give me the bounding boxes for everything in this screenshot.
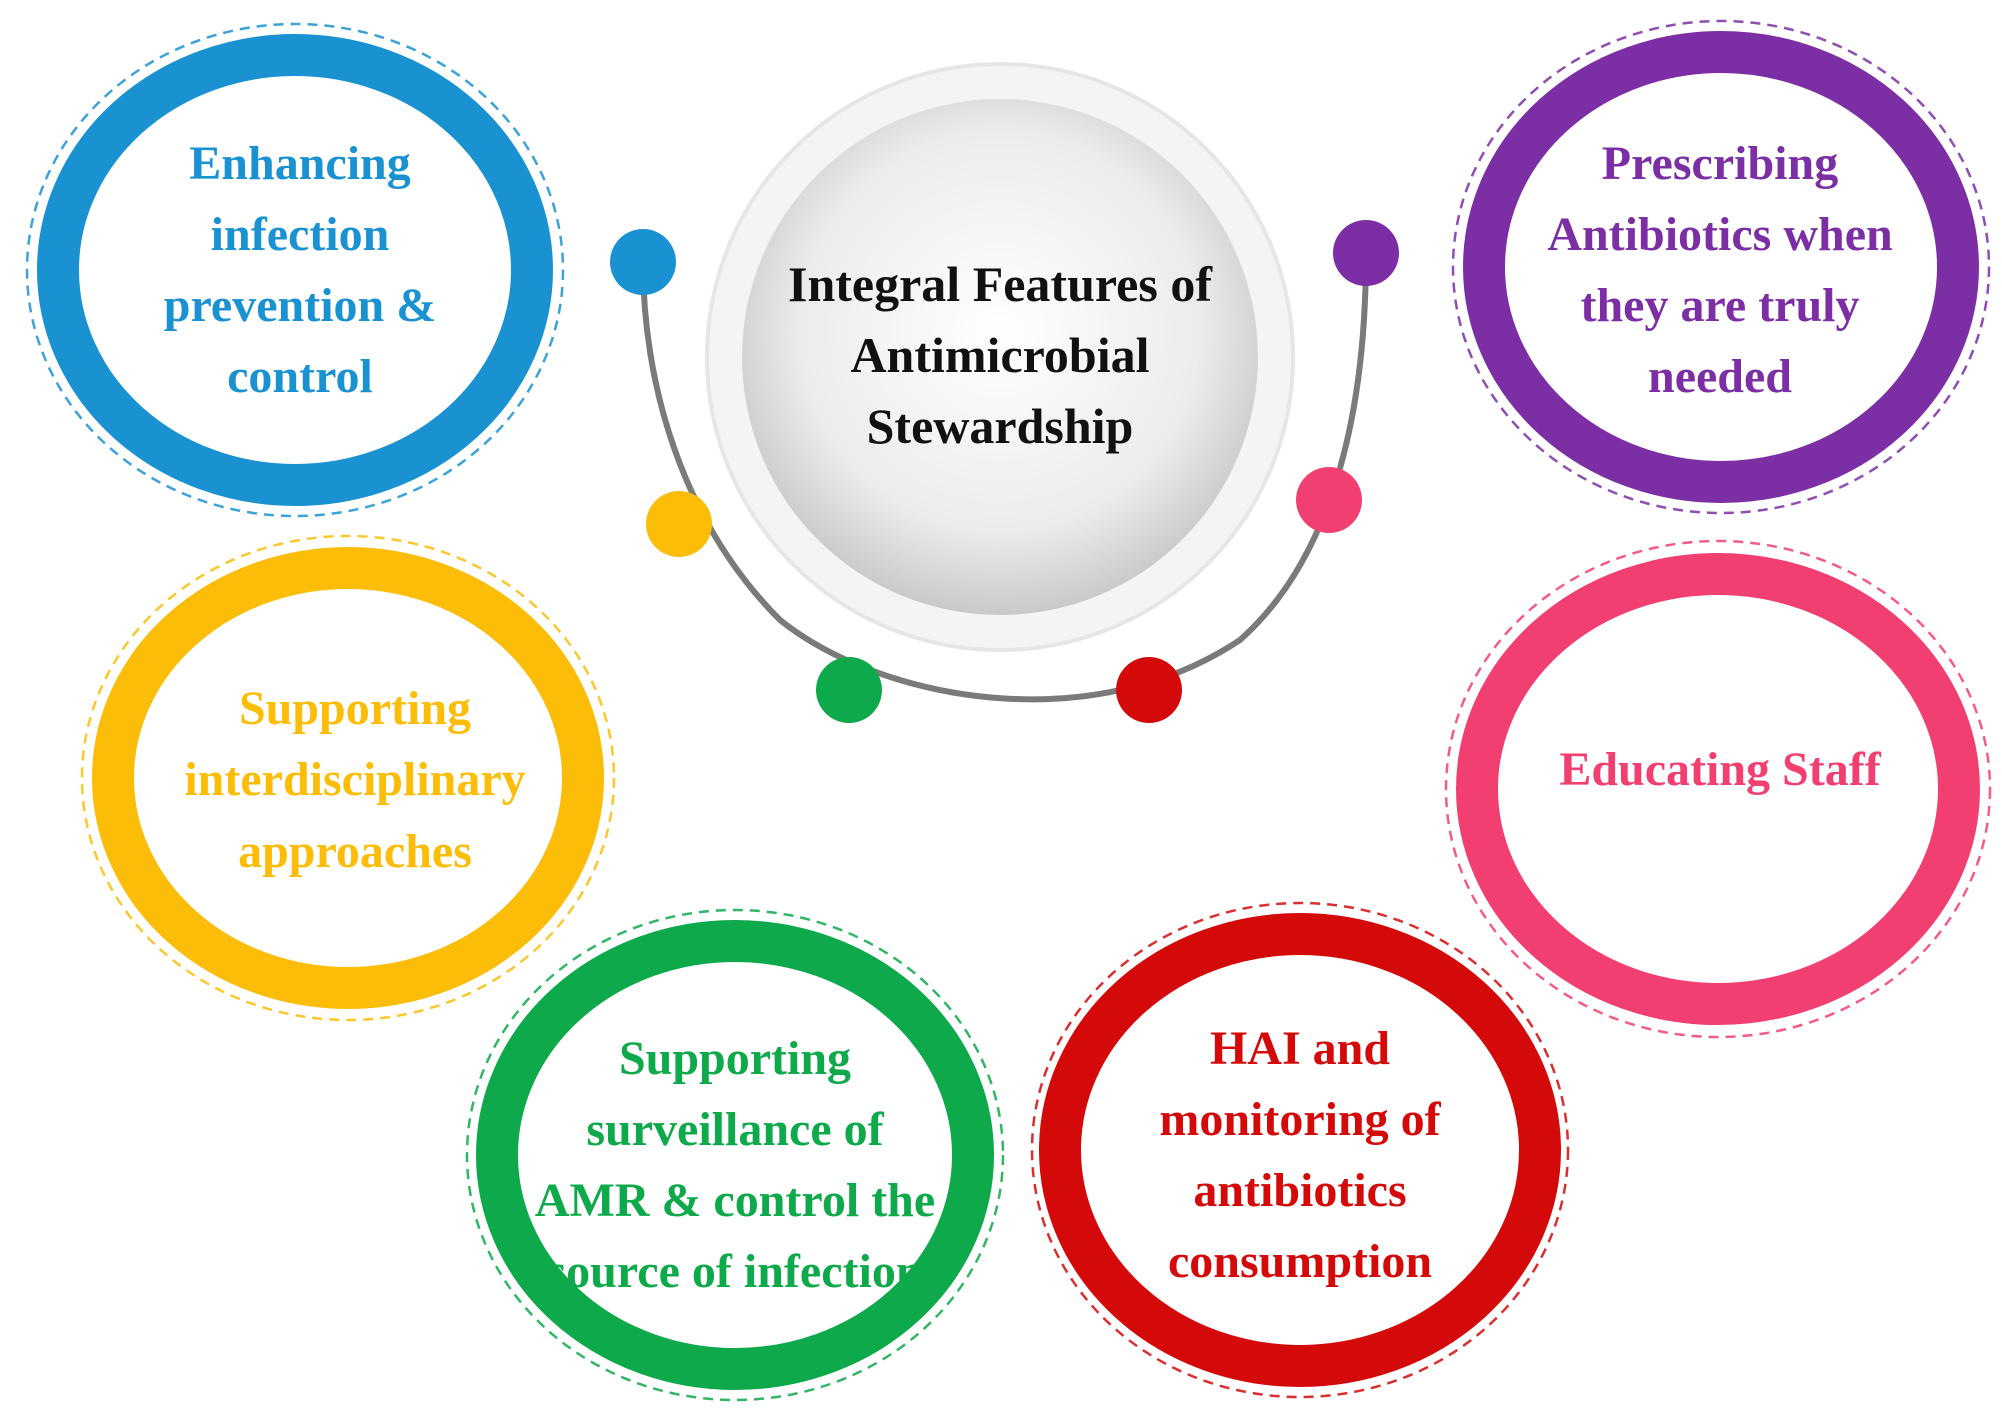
arc-dot-infection-prevention — [610, 229, 676, 295]
feature-ring-prescribing — [1451, 19, 1991, 515]
arc-dot-prescribing — [1333, 220, 1399, 286]
feature-label-hai-monitoring: HAI and monitoring of antibiotics consum… — [1159, 1021, 1441, 1289]
feature-ring-hai-monitoring — [1030, 901, 1570, 1399]
arc-dot-hai-monitoring — [1116, 657, 1182, 723]
center-title: Integral Features of Antimicrobial Stewa… — [788, 255, 1212, 454]
feature-label-infection-prevention: Enhancing infection prevention & control — [163, 136, 437, 404]
center-hub — [742, 99, 1258, 615]
feature-ring-surveillance — [465, 908, 1005, 1402]
feature-label-interdisciplinary: Supporting interdisciplinary approaches — [184, 682, 526, 878]
feature-label-educating-staff: Educating Staff — [1559, 743, 1881, 797]
arc-dot-surveillance — [816, 657, 882, 723]
arc-dot-educating-staff — [1296, 467, 1362, 533]
feature-label-surveillance: Supporting surveillance of AMR & control… — [534, 1031, 936, 1299]
feature-ring-educating-staff — [1444, 539, 1992, 1039]
feature-label-prescribing: Prescribing Antibiotics when they are tr… — [1547, 136, 1893, 404]
arc-dot-interdisciplinary — [646, 491, 712, 557]
feature-ring-infection-prevention — [25, 22, 565, 518]
feature-ring-interdisciplinary — [80, 534, 616, 1022]
